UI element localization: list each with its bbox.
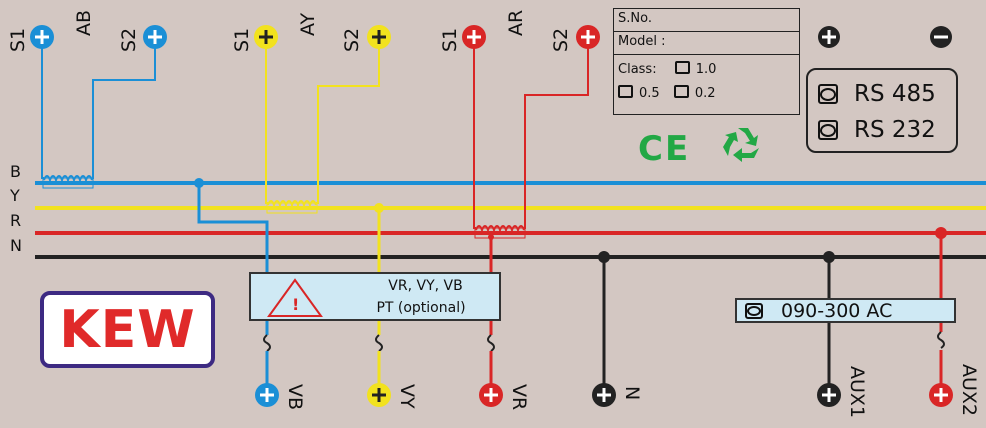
terminal-vb [255, 383, 279, 407]
class-block: Class: 1.0 0.5 0.2 [614, 55, 799, 106]
line-label-b: B [10, 162, 21, 181]
line-label-r: R [10, 211, 21, 230]
class-opt1-label: 1.0 [695, 62, 717, 77]
rs485-row: RS 485 [808, 76, 956, 112]
label-vb: VB [284, 384, 306, 410]
label-ab: AB [73, 10, 95, 36]
vb-wire [197, 183, 269, 272]
junction-n [598, 251, 610, 263]
junction-b [194, 178, 204, 188]
label-s1-yellow: S1 [231, 28, 253, 52]
pt-box: ! VR, VY, VB PT (optional) [249, 272, 501, 321]
comm-box: RS 485 RS 232 [806, 68, 958, 153]
junction-r [488, 234, 494, 240]
label-s2-blue: S2 [118, 28, 140, 52]
sno-label: S.No. [618, 11, 652, 26]
terminal-s2-red [576, 25, 600, 49]
label-s1-blue: S1 [7, 28, 29, 52]
terminal-s2-yellow [367, 25, 391, 49]
class-opt3-label: 0.2 [694, 86, 716, 101]
line-label-y: Y [9, 186, 20, 205]
kew-logo: KEW [40, 291, 215, 368]
class-opt2-label: 0.5 [639, 86, 660, 101]
rs485-label: RS 485 [854, 81, 936, 107]
class-label: Class: [618, 62, 657, 77]
terminal-n [592, 383, 616, 407]
pt-line1: VR, VY, VB [388, 278, 463, 294]
aux-box: 090-300 AC [735, 298, 956, 323]
ct-yellow [265, 39, 380, 214]
terminal-s1-blue [30, 25, 54, 49]
label-n: N [621, 386, 643, 400]
power-plus-terminal [818, 26, 840, 48]
svg-text:!: ! [292, 295, 299, 314]
recycle-icon [723, 128, 759, 162]
ce-mark: CE [638, 129, 690, 169]
rs232-row: RS 232 [808, 112, 956, 148]
model-label: Model : [618, 34, 666, 49]
label-s1-red: S1 [439, 28, 461, 52]
class-opt1-checkbox: 1.0 [674, 61, 717, 77]
label-s2-yellow: S2 [341, 28, 363, 52]
junction-aux2 [935, 227, 947, 239]
port-icon [818, 120, 838, 140]
terminal-s1-yellow [254, 25, 278, 49]
label-vy: VY [396, 384, 418, 409]
label-aux1: AUX1 [846, 366, 868, 418]
terminal-aux2 [929, 383, 953, 407]
junction-y [374, 203, 384, 213]
class-opt3-checkbox: 0.2 [673, 85, 716, 101]
class-opt2-checkbox: 0.5 [618, 85, 660, 101]
pt-line2: PT (optional) [376, 300, 466, 316]
port-icon [745, 302, 763, 319]
power-minus-terminal [930, 26, 952, 48]
label-ar: AR [505, 10, 527, 36]
warning-icon: ! [267, 278, 323, 317]
port-icon [818, 84, 838, 104]
label-aux2: AUX2 [958, 364, 980, 416]
terminal-vy [367, 383, 391, 407]
terminal-s1-red [462, 25, 486, 49]
ct-red [473, 39, 589, 239]
model-row: Model : [614, 32, 799, 55]
label-ay: AY [297, 12, 319, 36]
aux-label: 090-300 AC [781, 299, 893, 322]
terminal-aux1 [817, 383, 841, 407]
rs232-label: RS 232 [854, 117, 936, 143]
kew-text: KEW [59, 299, 196, 360]
junction-aux1 [823, 251, 835, 263]
sno-row: S.No. [614, 9, 799, 32]
line-label-n: N [10, 236, 22, 255]
label-vr: VR [508, 384, 530, 410]
label-s2-red: S2 [550, 28, 572, 52]
terminal-vr [479, 383, 503, 407]
terminal-s2-blue [143, 25, 167, 49]
info-box: S.No. Model : Class: 1.0 0.5 0.2 [613, 8, 800, 115]
ct-blue [41, 39, 156, 189]
